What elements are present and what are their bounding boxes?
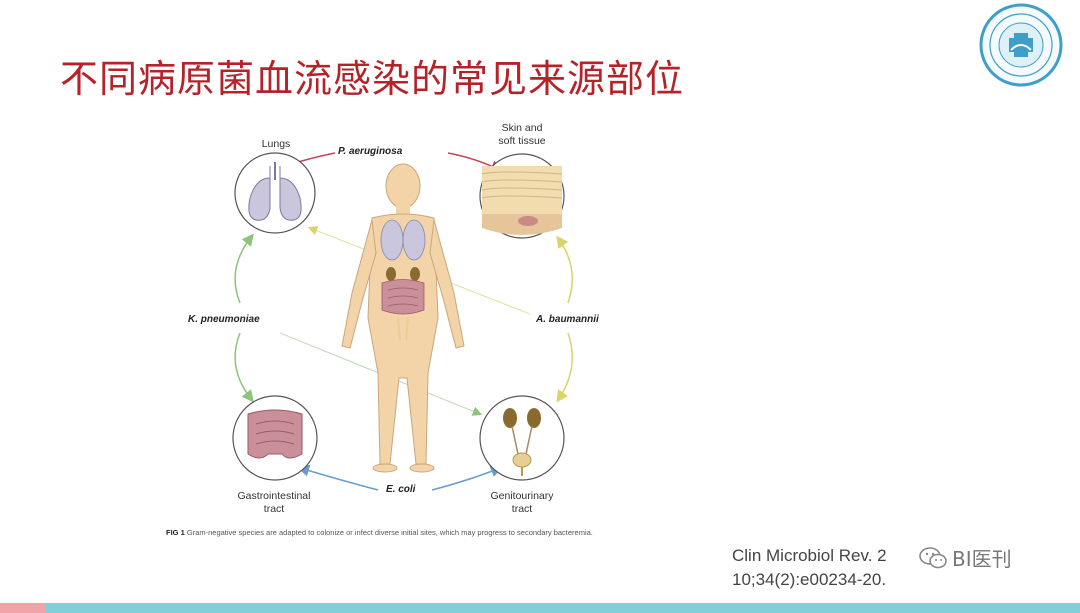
skin-site-circle (479, 153, 565, 239)
slide-bottom-accent (0, 603, 46, 613)
slide-bottom-bar (0, 603, 1080, 613)
diagram-artwork (232, 152, 573, 491)
figure-caption: FIG 1 Gram-negative species are adapted … (166, 527, 636, 538)
watermark: BI医刊 (918, 543, 1012, 572)
gi-tract-site-circle (232, 395, 318, 481)
gu-tract-site-circle (479, 395, 565, 481)
gu-tract-label: Genitourinary tract (490, 490, 554, 515)
arrow-k-pneumoniae-up (234, 233, 254, 304)
human-body-figure (341, 163, 465, 473)
citation-line2: 10;34(2):e00234-20. (732, 570, 887, 589)
citation-line1: Clin Microbiol Rev. 2 (732, 546, 887, 565)
p-aeruginosa-label: P. aeruginosa (338, 146, 403, 157)
skin-soft-tissue-label: Skin and soft tissue (498, 122, 546, 147)
lungs-site-circle (234, 152, 316, 234)
figure-caption-text: Gram-negative species are adapted to col… (186, 528, 593, 537)
gi-tract-label: Gastrointestinal tract (237, 490, 311, 515)
slide-title: 不同病原菌血流感染的常见来源部位 (60, 57, 685, 101)
arrow-k-pneumoniae-down (234, 332, 254, 403)
wechat-icon (919, 546, 947, 568)
arrow-e-coli-right (431, 465, 503, 491)
figure-caption-label: FIG 1 (166, 528, 185, 537)
lungs-label: Lungs (261, 138, 291, 150)
citation: Clin Microbiol Rev. 2 10;34(2):e00234-20… (732, 544, 887, 592)
arrow-a-baumannii-up (556, 235, 573, 304)
hospital-seal-logo (979, 3, 1063, 87)
a-baumannii-label: A. baumannii (536, 314, 599, 325)
watermark-text: BI医刊 (952, 547, 1012, 571)
e-coli-label: E. coli (386, 484, 416, 495)
k-pneumoniae-label: K. pneumoniae (188, 314, 260, 325)
bacteremia-source-diagram: Lungs Skin and soft tissue Gastrointesti… (160, 118, 640, 558)
arrow-a-baumannii-down (556, 332, 573, 403)
arrow-e-coli-left (297, 464, 379, 491)
